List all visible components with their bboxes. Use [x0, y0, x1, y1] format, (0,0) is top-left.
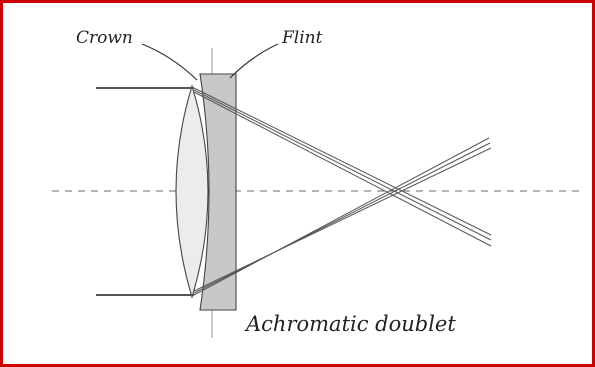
crown-label: Crown	[76, 28, 133, 48]
flint-label: Flint	[281, 28, 323, 48]
crown-leader-line	[141, 43, 198, 81]
crown-lens	[175, 84, 209, 299]
diagram-caption: Achromatic doublet	[244, 312, 456, 336]
bottom-ray-bundle	[193, 137, 492, 296]
flint-lens	[199, 73, 237, 311]
top-ray-bundle	[193, 87, 492, 247]
flint-leader-line	[229, 43, 279, 79]
